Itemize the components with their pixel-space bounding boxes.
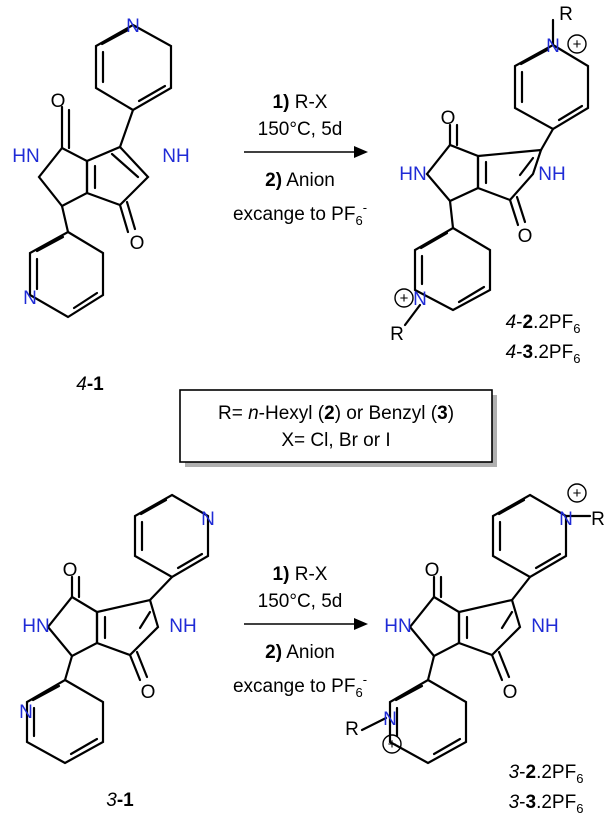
atom-label: HN: [384, 616, 411, 637]
condition-step-1-detail: 150°C, 5d: [258, 119, 343, 140]
atom-label: N: [19, 702, 33, 723]
substituent-legend: R= n-Hexyl (2) or Benzyl (3) X= Cl, Br o…: [179, 389, 497, 467]
top-starting-material: N O HN NH O N: [12, 16, 190, 319]
atom-label: HN: [22, 616, 49, 637]
atom-label: HN: [399, 164, 426, 185]
atom-label: N: [383, 709, 397, 730]
compound-label-4-3: 4-3.2PF6: [506, 342, 581, 366]
compound-label-3-3: 3-3.2PF6: [509, 792, 584, 816]
legend-r-definition: R= n-Hexyl (2) or Benzyl (3): [218, 403, 454, 424]
atom-label: O: [441, 108, 456, 129]
atom-label: N: [201, 509, 215, 530]
atom-label: O: [130, 233, 145, 254]
legend-x-definition: X= Cl, Br or I: [281, 430, 390, 451]
substituent-r: R: [345, 719, 359, 740]
top-reaction-conditions: 1) R-X 150°C, 5d 2) Anion excange to PF6…: [233, 92, 368, 228]
atom-label: NH: [162, 146, 189, 167]
atom-label: HN: [12, 146, 39, 167]
atom-label: N: [23, 288, 37, 309]
charge-plus: +: [400, 290, 409, 307]
arrow-head: [354, 146, 368, 158]
charge-plus: +: [573, 485, 582, 502]
charge-plus: +: [388, 736, 397, 753]
atom-label: O: [51, 91, 66, 112]
atom-label: O: [503, 682, 518, 703]
atom-label: O: [63, 560, 78, 581]
atom-label: N: [546, 36, 560, 57]
compound-label-3-1: 3-1: [106, 790, 134, 811]
compound-label-4-2: 4-2.2PF6: [506, 312, 581, 336]
compound-label-4-1: 4-1: [76, 374, 104, 395]
top-product: + + R N O HN NH O N R: [390, 4, 590, 345]
condition-step-2-detail: excange to PF6-: [233, 200, 367, 228]
atom-label: O: [518, 226, 533, 247]
atom-label: NH: [531, 616, 558, 637]
atom-label: N: [126, 16, 140, 37]
condition-step-1-detail: 150°C, 5d: [258, 591, 343, 612]
arrow-head: [354, 618, 368, 630]
condition-step-2: 2) Anion: [265, 642, 335, 663]
condition-step-1: 1) R-X: [273, 564, 328, 585]
substituent-r: R: [591, 509, 605, 530]
atom-label: O: [425, 560, 440, 581]
atom-label: NH: [169, 616, 196, 637]
bottom-starting-material: N O HN NH O N: [19, 493, 215, 765]
atom-label: N: [559, 509, 573, 530]
charge-plus: +: [573, 36, 582, 53]
bottom-product: + + N R O HN NH O N R: [345, 483, 605, 765]
atom-label: NH: [538, 164, 565, 185]
bottom-reaction-conditions: 1) R-X 150°C, 5d 2) Anion excange to PF6…: [233, 564, 368, 700]
condition-step-2: 2) Anion: [265, 170, 335, 191]
substituent-r: R: [559, 4, 573, 25]
atom-label: O: [141, 682, 156, 703]
atom-label: N: [413, 289, 427, 310]
compound-label-3-2: 3-2.2PF6: [509, 762, 584, 786]
condition-step-2-detail: excange to PF6-: [233, 672, 367, 700]
substituent-r: R: [390, 324, 404, 345]
condition-step-1: 1) R-X: [273, 92, 328, 113]
